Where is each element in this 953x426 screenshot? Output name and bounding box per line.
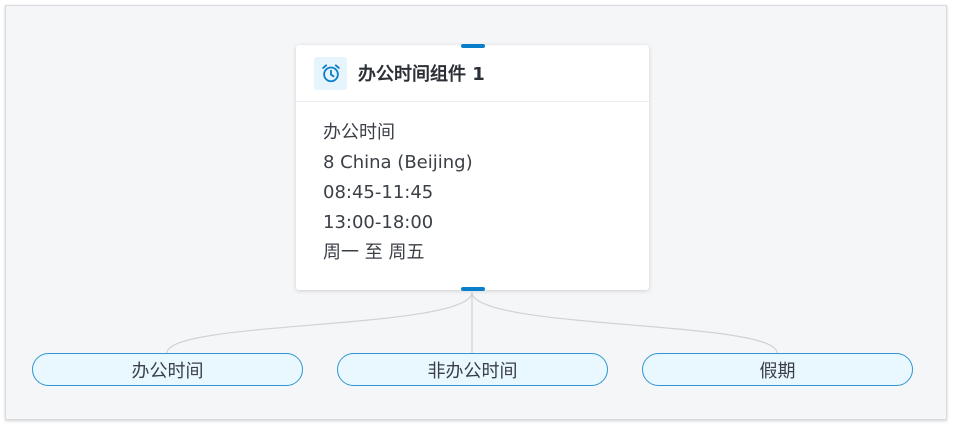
branch-non-office-hours[interactable]: 非办公时间 [337, 353, 608, 386]
branch-office-hours[interactable]: 办公时间 [32, 353, 303, 386]
time-range-afternoon: 13:00-18:00 [323, 212, 434, 233]
node-header: 办公时间组件 1 [296, 45, 649, 102]
output-handle[interactable] [461, 287, 485, 291]
node-title: 办公时间组件 1 [358, 64, 485, 85]
days-range: 周一 至 周五 [323, 242, 425, 263]
schedule-name: 办公时间 [323, 122, 395, 143]
input-handle[interactable] [461, 44, 485, 48]
branch-holiday[interactable]: 假期 [642, 353, 913, 386]
connector-to-office-hours [166, 291, 473, 354]
connector-to-holiday [471, 291, 778, 354]
timezone: 8 China (Beijing) [323, 152, 473, 173]
alarm-clock-icon [314, 56, 347, 90]
time-range-morning: 08:45-11:45 [323, 182, 434, 203]
node-body: 办公时间 8 China (Beijing) 08:45-11:45 13:00… [296, 102, 649, 268]
business-hours-node[interactable]: 办公时间组件 1 办公时间 8 China (Beijing) 08:45-11… [296, 44, 649, 291]
